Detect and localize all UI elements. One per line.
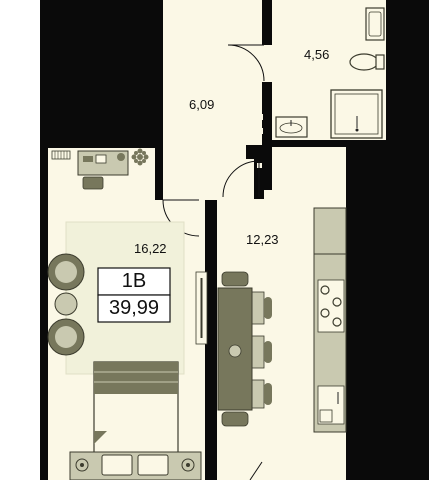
armchairs <box>47 253 85 356</box>
apartment-badge: 1B 39,99 <box>98 268 170 322</box>
kitchen-door <box>222 160 260 198</box>
desk-chair <box>82 176 104 190</box>
apartment-badge-frame <box>97 267 171 323</box>
bathroom-area-label: 4,56 <box>304 47 330 62</box>
dining-set <box>217 271 272 427</box>
bathroom-door <box>227 44 265 82</box>
hall-area-label: 6,09 <box>189 97 215 112</box>
side-table <box>54 292 78 316</box>
kitchen-units <box>313 207 347 433</box>
wall-panel <box>195 271 208 345</box>
apartment-type-code: 1B <box>121 270 147 292</box>
desk-area <box>51 148 149 190</box>
nightstand-lamp-right <box>181 458 195 472</box>
hob <box>317 279 345 333</box>
bed <box>69 361 202 480</box>
sink <box>317 385 345 425</box>
toilet <box>349 53 379 71</box>
bedroom-area-label: 16,22 <box>134 241 167 256</box>
apartment-total-area: 39,99 <box>108 297 160 319</box>
nightstand-lamp-left <box>75 458 89 472</box>
bathtub <box>365 7 385 41</box>
monitor <box>95 154 107 164</box>
kitchen-area-label: 12,23 <box>246 232 279 247</box>
fridge <box>313 207 347 255</box>
plant-icon <box>131 148 149 166</box>
walls <box>40 0 429 480</box>
bathroom-fixtures <box>275 7 385 139</box>
